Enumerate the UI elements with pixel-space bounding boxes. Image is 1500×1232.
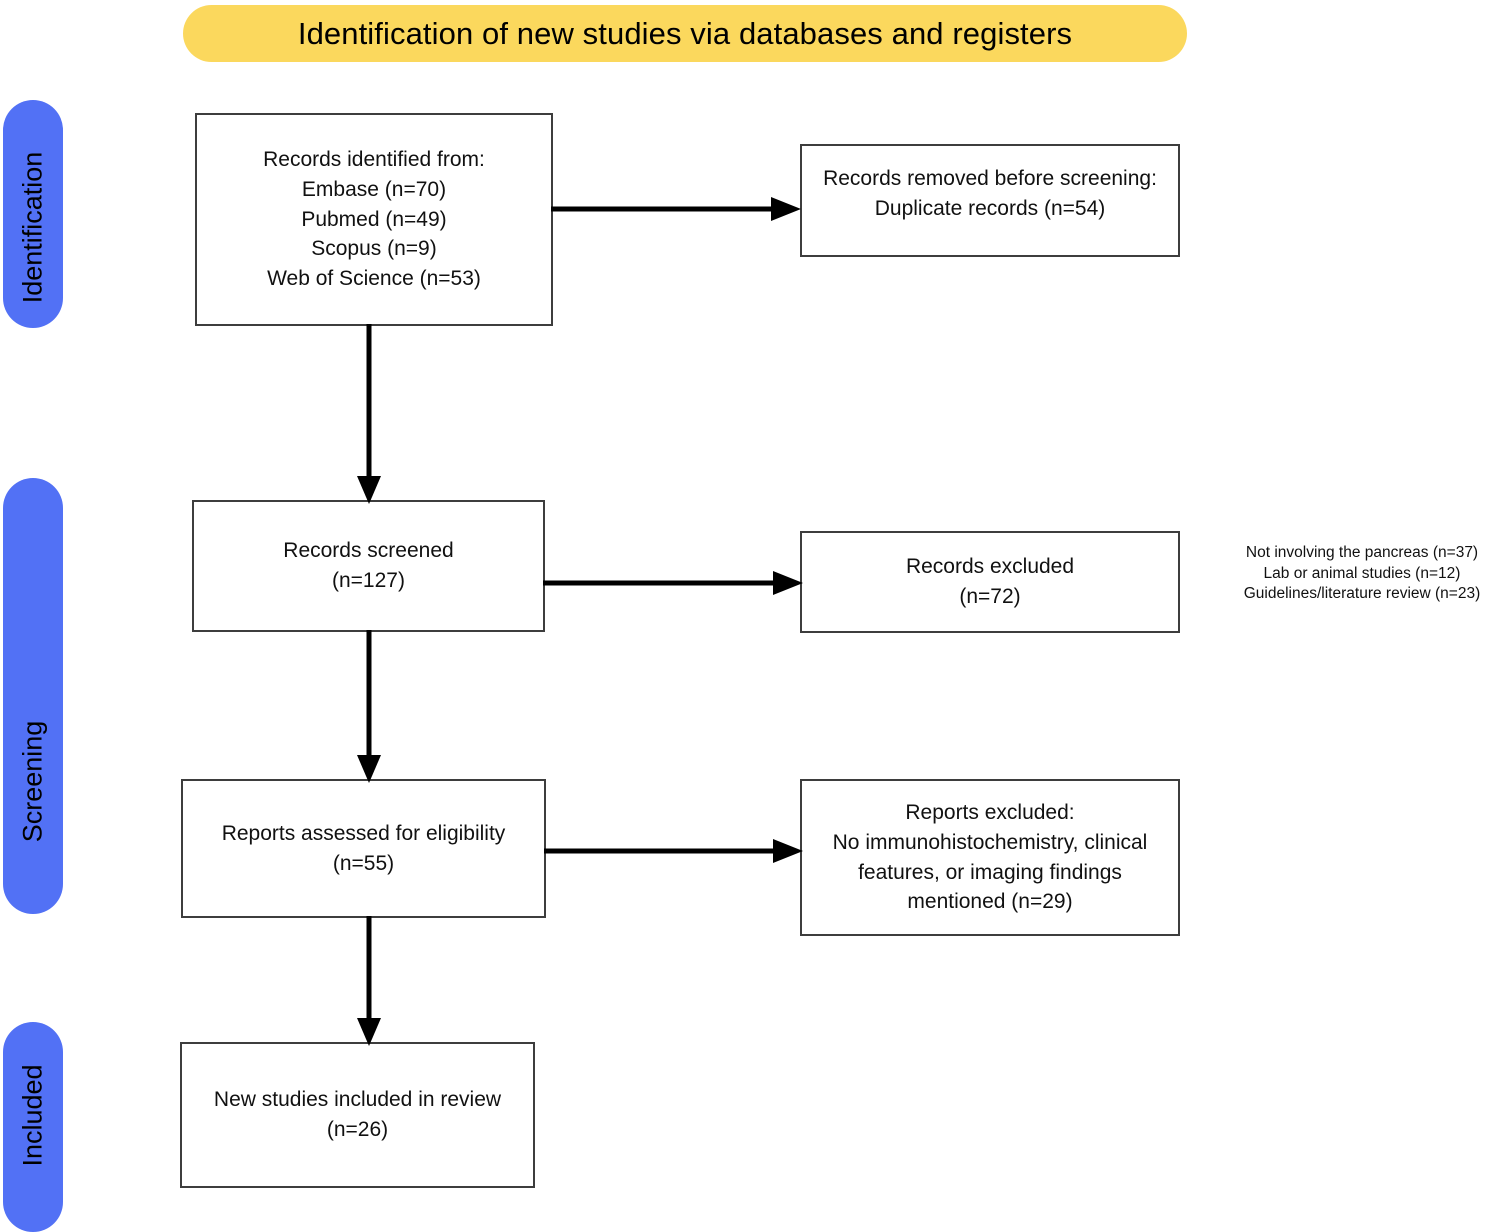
arrow-identified-to-removed (551, 196, 801, 222)
diagram-title-banner: Identification of new studies via databa… (183, 5, 1187, 62)
node-records-screened: Records screened (n=127) (192, 500, 545, 632)
node-reports-assessed: Reports assessed for eligibility (n=55) (181, 779, 546, 918)
node-records-removed: Records removed before screening: Duplic… (800, 144, 1180, 257)
arrow-assessed-to-included (356, 916, 382, 1046)
node-records-removed-text: Records removed before screening: Duplic… (823, 167, 1157, 220)
page-title: Identification of new studies via databa… (297, 16, 1073, 51)
node-reports-excluded-text: Reports excluded: No immunohistochemistr… (832, 800, 1148, 914)
stage-label-included-text: Included (17, 1064, 48, 1167)
arrow-screened-to-assessed (356, 630, 382, 783)
node-records-screened-text: Records screened (n=127) (283, 539, 454, 592)
stage-label-included: Included (3, 1022, 63, 1232)
node-records-identified: Records identified from: Embase (n=70) P… (195, 113, 553, 326)
node-studies-included: New studies included in review (n=26) (180, 1042, 535, 1188)
stage-label-identification-text: Identification (17, 151, 48, 304)
arrow-identified-to-screened (356, 324, 382, 504)
arrow-assessed-to-reports-excluded (544, 838, 803, 864)
exclusion-reasons-note: Not involving the pancreas (n=37) Lab or… (1243, 544, 1481, 603)
node-records-excluded-text: Records excluded (n=72) (905, 555, 1075, 608)
stage-label-screening-text: Screening (17, 720, 48, 843)
arrow-screened-to-excluded (543, 570, 803, 596)
node-studies-included-text: New studies included in review (n=26) (213, 1088, 502, 1141)
node-records-excluded: Records excluded (n=72) (800, 531, 1180, 633)
stage-label-screening: Screening (3, 478, 63, 914)
node-reports-assessed-text: Reports assessed for eligibility (n=55) (221, 821, 506, 875)
node-reports-excluded: Reports excluded: No immunohistochemistr… (800, 779, 1180, 936)
stage-label-identification: Identification (3, 100, 63, 328)
node-records-identified-text: Records identified from: Embase (n=70) P… (263, 147, 485, 291)
